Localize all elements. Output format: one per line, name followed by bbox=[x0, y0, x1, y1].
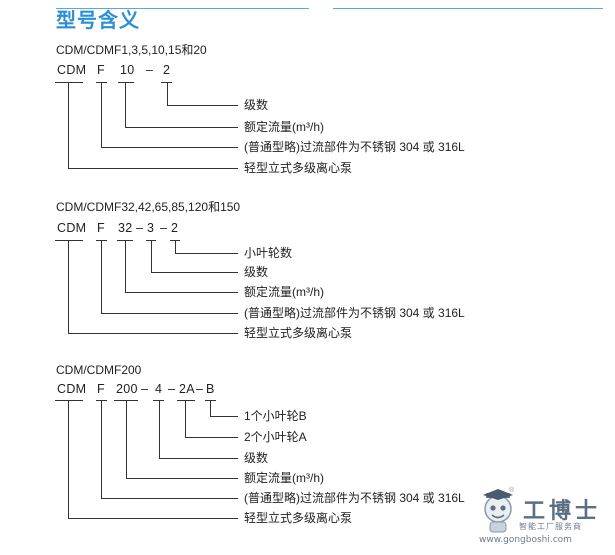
model-code-segment: CDM bbox=[57, 382, 87, 396]
leader-line bbox=[185, 437, 238, 438]
model-code-segment: 2 bbox=[171, 221, 179, 235]
registered-mark: ® bbox=[509, 487, 515, 494]
leader-line bbox=[151, 272, 238, 273]
header-rule-left bbox=[56, 8, 309, 9]
model-code-segment: 4 bbox=[155, 382, 163, 396]
model-code-segment: F bbox=[97, 221, 105, 235]
code-label: (普通型略)过流部件为不锈钢 304 或 316L bbox=[244, 491, 465, 505]
watermark-url: www.gongboshi.com bbox=[479, 535, 572, 545]
code-label: 额定流量(m³/h) bbox=[244, 471, 324, 485]
leader-line bbox=[125, 240, 126, 292]
page-title: 型号含义 bbox=[56, 8, 140, 32]
model-code-segment: CDM bbox=[57, 63, 87, 77]
code-label: 轻型立式多级离心泵 bbox=[244, 326, 353, 340]
leader-line bbox=[167, 105, 238, 106]
leader-line bbox=[159, 458, 238, 459]
leader-line bbox=[159, 400, 160, 458]
section-heading: CDM/CDMF32,42,65,85,120和150 bbox=[56, 200, 241, 214]
code-label: 小叶轮数 bbox=[244, 246, 293, 260]
leader-line bbox=[68, 518, 238, 519]
model-code-segment: – bbox=[196, 382, 204, 396]
watermark-brand: 工博士 bbox=[523, 498, 602, 524]
code-label: (普通型略)过流部件为不锈钢 304 或 316L bbox=[244, 140, 465, 154]
leader-line bbox=[68, 333, 238, 334]
leader-line bbox=[167, 82, 168, 105]
model-code-segment: – bbox=[141, 382, 149, 396]
leader-line bbox=[101, 82, 102, 147]
model-code-segment: – bbox=[136, 221, 144, 235]
leader-line bbox=[210, 400, 211, 416]
leader-line bbox=[68, 400, 69, 518]
header-rule-right bbox=[333, 8, 603, 9]
code-label: 级数 bbox=[244, 98, 269, 112]
model-code-segment: 200 bbox=[116, 382, 138, 396]
model-code-segment: 32 bbox=[118, 221, 133, 235]
model-code-segment: 3 bbox=[147, 221, 155, 235]
leader-line bbox=[68, 82, 69, 168]
code-label: 2个小叶轮A bbox=[244, 430, 307, 444]
code-underline bbox=[55, 400, 83, 401]
leader-line bbox=[126, 400, 127, 478]
leader-line bbox=[68, 168, 238, 169]
leader-line bbox=[185, 400, 186, 437]
model-code-segment: F bbox=[97, 382, 105, 396]
model-code-segment: 2A bbox=[179, 382, 195, 396]
model-code-segment: 2 bbox=[163, 63, 171, 77]
code-label: 轻型立式多级离心泵 bbox=[244, 511, 353, 525]
code-label: 1个小叶轮B bbox=[244, 409, 307, 423]
leader-line bbox=[101, 240, 102, 313]
leader-line bbox=[125, 127, 238, 128]
leader-line bbox=[125, 292, 238, 293]
leader-line bbox=[125, 82, 126, 127]
code-underline bbox=[118, 82, 134, 83]
leader-line bbox=[175, 240, 176, 253]
code-label: 轻型立式多级离心泵 bbox=[244, 161, 353, 175]
code-underline bbox=[55, 240, 83, 241]
model-code-segment: – bbox=[146, 63, 154, 77]
code-underline bbox=[153, 400, 164, 401]
code-underline bbox=[177, 400, 195, 401]
code-underline bbox=[161, 82, 172, 83]
code-label: 额定流量(m³/h) bbox=[244, 120, 324, 134]
model-code-segment: CDM bbox=[57, 221, 87, 235]
watermark-subtitle: 智能工厂服务商 bbox=[519, 522, 582, 531]
leader-line bbox=[101, 313, 238, 314]
model-code-segment: – bbox=[160, 221, 168, 235]
code-label: 级数 bbox=[244, 265, 269, 279]
leader-line bbox=[101, 147, 238, 148]
section-heading: CDM/CDMF200 bbox=[56, 363, 142, 377]
code-label: (普通型略)过流部件为不锈钢 304 或 316L bbox=[244, 306, 465, 320]
leader-line bbox=[68, 240, 69, 333]
model-code-segment: – bbox=[168, 382, 176, 396]
code-label: 级数 bbox=[244, 451, 269, 465]
leader-line bbox=[151, 240, 152, 272]
gongboshi-watermark: ® 工博士 智能工厂服务商 www.gongboshi.com bbox=[475, 487, 605, 549]
model-code-segment: F bbox=[97, 63, 105, 77]
code-label: 额定流量(m³/h) bbox=[244, 285, 324, 299]
model-code-segment: 10 bbox=[120, 63, 135, 77]
leader-line bbox=[101, 498, 238, 499]
section-heading: CDM/CDMF1,3,5,10,15和20 bbox=[56, 43, 207, 57]
leader-line bbox=[210, 416, 238, 417]
mascot-logo-icon bbox=[483, 489, 513, 533]
code-underline bbox=[55, 82, 83, 83]
model-code-segment: B bbox=[206, 382, 215, 396]
leader-line bbox=[101, 400, 102, 498]
leader-line bbox=[126, 478, 238, 479]
leader-line bbox=[175, 253, 238, 254]
